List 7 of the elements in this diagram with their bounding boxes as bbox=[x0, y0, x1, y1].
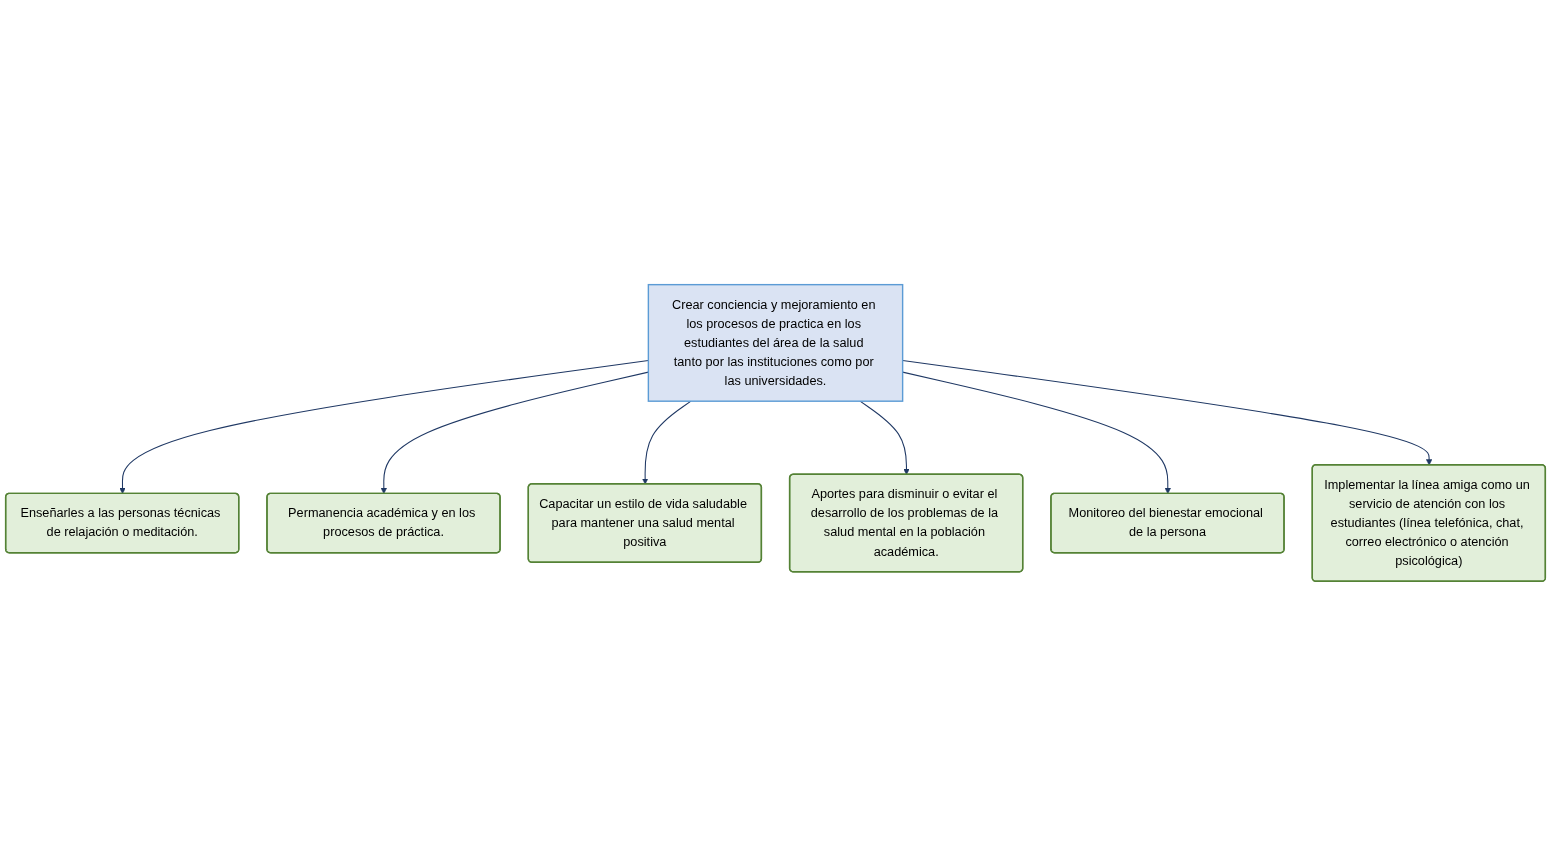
arrow bbox=[642, 400, 692, 485]
arrow bbox=[902, 359, 1433, 466]
arrow bbox=[119, 359, 649, 494]
node-box: Crear conciencia y mejoramiento en los procesos de practica en los estudiantes del área de la salud tanto por las instituciones como por las universidades. bbox=[647, 283, 904, 402]
arrow bbox=[859, 400, 910, 475]
arrow bbox=[380, 371, 649, 494]
arrow bbox=[902, 371, 1171, 494]
